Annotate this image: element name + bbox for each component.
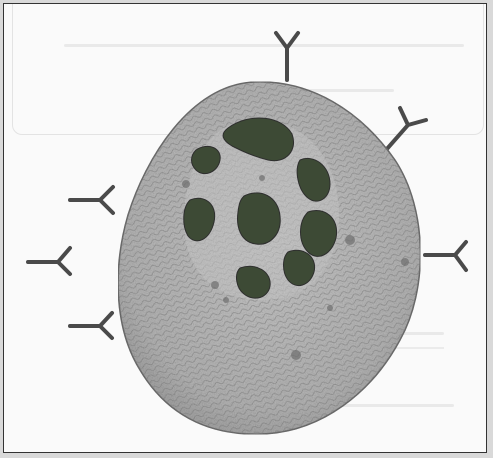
antibody-icon	[70, 187, 113, 213]
antibody-icon	[386, 108, 426, 150]
antibody-icon	[276, 33, 298, 80]
antibody-icon	[28, 248, 70, 274]
antibody-icon	[425, 242, 466, 270]
antibody-icon	[70, 313, 112, 338]
